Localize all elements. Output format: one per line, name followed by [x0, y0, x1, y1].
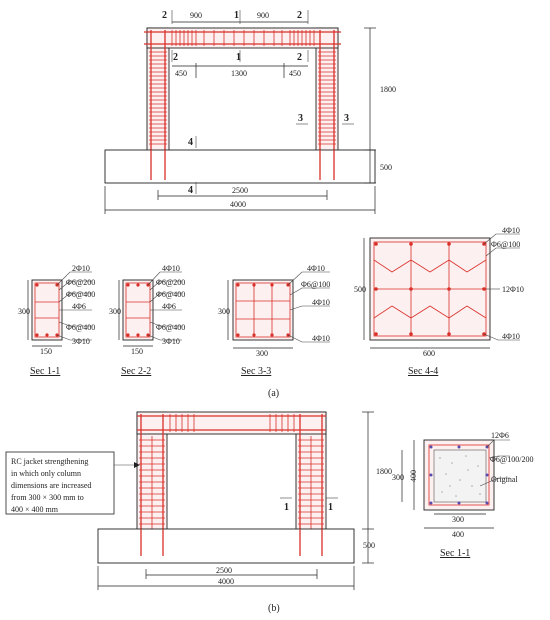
section-mark-2-bottom-left: 2 [173, 52, 178, 63]
note-line-5: 400 × 400 mm [11, 505, 59, 514]
note-arrow-icon [134, 462, 140, 468]
sec44-callout-2: Φ6@100 [491, 240, 520, 249]
sec33-title: Sec 3-3 [241, 366, 271, 377]
note-line-3: dimensions are increased [11, 481, 91, 490]
sec33-callout-4: 4Φ10 [312, 334, 330, 343]
b-foundation-beam [97, 528, 355, 564]
dim-base-height: 500 [380, 163, 392, 172]
b-section-mark-right: 1 [328, 502, 333, 513]
sec33-width: 300 [256, 349, 268, 358]
sec44-callout-1: 4Φ10 [502, 226, 520, 235]
note-line-2: in which only column [11, 469, 81, 478]
dim-mid-center: 1300 [231, 69, 247, 78]
dim-height: 1800 [380, 85, 396, 94]
sec11-callout-1: 2Φ10 [72, 264, 90, 273]
section-1-1: 2Φ10 Φ6@200 Φ6@400 4Φ6 Φ6@400 3Φ10 300 1… [18, 264, 95, 377]
sec22-height: 300 [109, 307, 121, 316]
part-a-label: (a) [268, 388, 279, 399]
sec11-callout-5: Φ6@400 [66, 323, 95, 332]
sec44-height: 500 [354, 285, 366, 294]
b-section-1-1: 12Φ6 Φ6@100/200 Original 300 400 300 400… [392, 431, 533, 559]
sec44-callout-3: 12Φ10 [502, 285, 524, 294]
section-mark-4-top: 4 [188, 137, 193, 148]
b-dim-total-width: 4000 [218, 577, 234, 586]
sec22-width: 150 [131, 347, 143, 356]
sec22-callout-3: Φ6@400 [156, 290, 185, 299]
b-sec11-callout-1: 12Φ6 [491, 431, 509, 440]
section-mark-1-top: 1 [234, 10, 239, 21]
sec11-callout-2: Φ6@200 [66, 278, 95, 287]
sec22-title: Sec 2-2 [121, 366, 151, 377]
dim-mid-left: 450 [175, 69, 187, 78]
sec11-width: 150 [40, 347, 52, 356]
sec33-callout-2: Φ6@100 [301, 280, 330, 289]
sec33-callout-3: 4Φ10 [312, 298, 330, 307]
section-mark-3-right: 3 [344, 113, 349, 124]
section-mark-3-left: 3 [298, 113, 303, 124]
section-3-3: 4Φ10 Φ6@100 4Φ10 4Φ10 300 300 Sec 3-3 [218, 264, 330, 377]
section-2-2: 4Φ10 Φ6@200 Φ6@400 4Φ6 Φ6@400 3Φ10 300 1… [109, 264, 185, 377]
dim-total-width: 4000 [230, 200, 246, 209]
sec22-callout-4: 4Φ6 [162, 302, 176, 311]
section-mark-1-bottom: 1 [236, 52, 241, 63]
dim-inner-span: 2500 [232, 186, 248, 195]
sec11-callout-3: Φ6@400 [66, 290, 95, 299]
sec11-title: Sec 1-1 [30, 366, 60, 377]
beam-stirrups [171, 30, 315, 46]
b-dim-base-height: 500 [363, 541, 375, 550]
sec44-callout-4: 4Φ10 [502, 332, 520, 341]
section-mark-4-bottom: 4 [188, 185, 193, 196]
b-sec11-callout-3: Original [491, 475, 518, 484]
note-line-4: from 300 × 300 mm to [11, 493, 84, 502]
foundation-beam [104, 149, 376, 184]
sec22-callout-5: Φ6@400 [156, 323, 185, 332]
sec44-title: Sec 4-4 [408, 366, 438, 377]
frame-b: 1 1 1800 500 2500 4000 [97, 411, 392, 590]
frame-a: 2 1 2 2 1 2 3 3 4 4 900 900 450 1300 450… [104, 10, 396, 214]
dim-top-right: 900 [257, 11, 269, 20]
b-section-mark-left: 1 [284, 502, 289, 513]
sec22-callout-6: 3Φ10 [162, 337, 180, 346]
b-sec11-inner-width: 300 [452, 515, 464, 524]
b-dim-height: 1800 [376, 467, 392, 476]
sec11-callout-6: 3Φ10 [72, 337, 90, 346]
b-sec11-title: Sec 1-1 [440, 548, 470, 559]
section-4-4: 4Φ10 Φ6@100 12Φ10 4Φ10 500 600 Sec 4-4 [354, 226, 524, 377]
sec33-callout-1: 4Φ10 [307, 264, 325, 273]
b-sec11-callout-2: Φ6@100/200 [490, 455, 533, 464]
sec11-callout-4: 4Φ6 [72, 302, 86, 311]
dim-top-left: 900 [190, 11, 202, 20]
b-top-beam [136, 411, 327, 435]
sec44-width: 600 [423, 349, 435, 358]
b-sec11-outer-width: 400 [452, 530, 464, 539]
b-dim-inner-span: 2500 [216, 566, 232, 575]
b-sec11-outer-height: 400 [409, 470, 418, 482]
sec22-callout-2: Φ6@200 [156, 278, 185, 287]
section-mark-2-top-right: 2 [297, 10, 302, 21]
part-b-label: (b) [268, 603, 280, 614]
dim-mid-right: 450 [289, 69, 301, 78]
section-mark-2-top-left: 2 [162, 10, 167, 21]
original-column-core [433, 449, 487, 503]
section-mark-2-bottom-right: 2 [297, 52, 302, 63]
sec11-height: 300 [18, 307, 30, 316]
sec33-height: 300 [218, 307, 230, 316]
column-ties [149, 51, 336, 145]
note-line-1: RC jacket strengthening [11, 457, 88, 466]
b-sec11-inner-height: 300 [392, 473, 404, 482]
jacket-note: RC jacket strengthening in which only co… [5, 451, 140, 515]
sec22-callout-1: 4Φ10 [162, 264, 180, 273]
